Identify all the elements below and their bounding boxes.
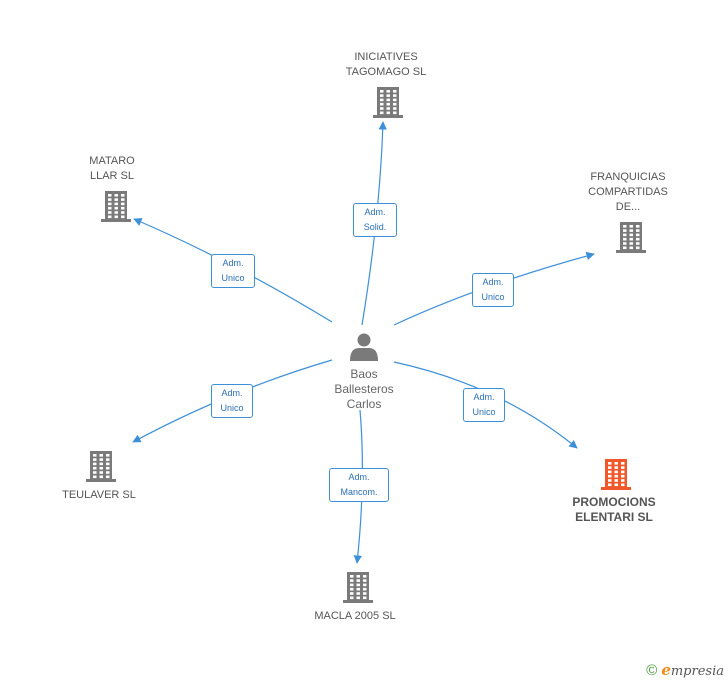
center-name-line-1: Baos [350,367,378,381]
relation-label-line: Adm. [221,388,243,398]
relation-label-line: Mancom. [340,487,378,497]
company-label-mataro[interactable]: MATARO LLAR SL [67,154,157,184]
relation-label-line: Unico [481,292,505,302]
relation-label-line: Unico [472,407,496,417]
center-name-line-2: Ballesteros [334,382,394,396]
center-name-line-3: Carlos [346,397,382,411]
person-icon[interactable] [350,333,378,362]
company-label-franquicias[interactable]: FRANQUICIAS COMPARTIDAS DE... [573,170,683,215]
company-label-line: DE... [615,201,641,213]
building-icon-franquicias[interactable] [616,222,646,253]
company-label-line: TEULAVER SL [62,489,136,501]
brand-wordmark: empresia [661,661,724,679]
brand-first-letter: e [661,661,671,679]
building-icon-mataro[interactable] [101,191,131,222]
relation-label-teulaver[interactable]: Adm. Unico [211,384,253,418]
relation-label-line: Adm. [482,277,504,287]
company-label-line: PROMOCIONS [572,495,656,509]
relation-label-promocions[interactable]: Adm. Unico [463,388,505,422]
company-label-line: MACLA 2005 SL [314,610,396,622]
relation-label-franquicias[interactable]: Adm. Unico [472,273,514,307]
relation-label-line: Adm. [473,392,495,402]
relation-label-line: Solid. [363,222,387,232]
company-label-teulaver[interactable]: TEULAVER SL [49,488,149,503]
company-label-line: ELENTARI SL [575,510,653,524]
company-label-macla[interactable]: MACLA 2005 SL [300,609,410,624]
company-label-line: MATARO [89,155,135,167]
relation-label-iniciatives[interactable]: Adm. Solid. [353,203,397,237]
building-icon-promocions[interactable] [601,459,631,490]
relation-label-macla[interactable]: Adm. Mancom. [329,468,389,502]
building-icon-iniciatives[interactable] [373,87,403,118]
center-person-label[interactable]: Baos Ballesteros Carlos [314,367,414,412]
relation-label-line: Adm. [364,207,386,217]
company-label-iniciatives[interactable]: INICIATIVES TAGOMAGO SL [331,50,441,80]
company-label-line: LLAR SL [89,170,135,182]
copyright-icon: © [646,662,658,679]
company-label-line: TAGOMAGO SL [345,66,427,78]
company-label-line: FRANQUICIAS [590,171,666,183]
company-label-line: COMPARTIDAS [588,186,668,198]
relation-label-mataro[interactable]: Adm. Unico [211,254,255,288]
empresia-brand[interactable]: ©empresia [646,661,724,679]
company-label-line: INICIATIVES [354,51,418,63]
relation-label-line: Unico [220,403,244,413]
building-icon-macla[interactable] [343,572,373,603]
relation-label-line: Adm. [348,472,370,482]
icons [86,87,646,603]
brand-rest: mpresia [670,664,724,679]
relation-label-line: Unico [221,273,245,283]
relation-label-line: Adm. [222,258,244,268]
building-icon-teulaver[interactable] [86,451,116,482]
